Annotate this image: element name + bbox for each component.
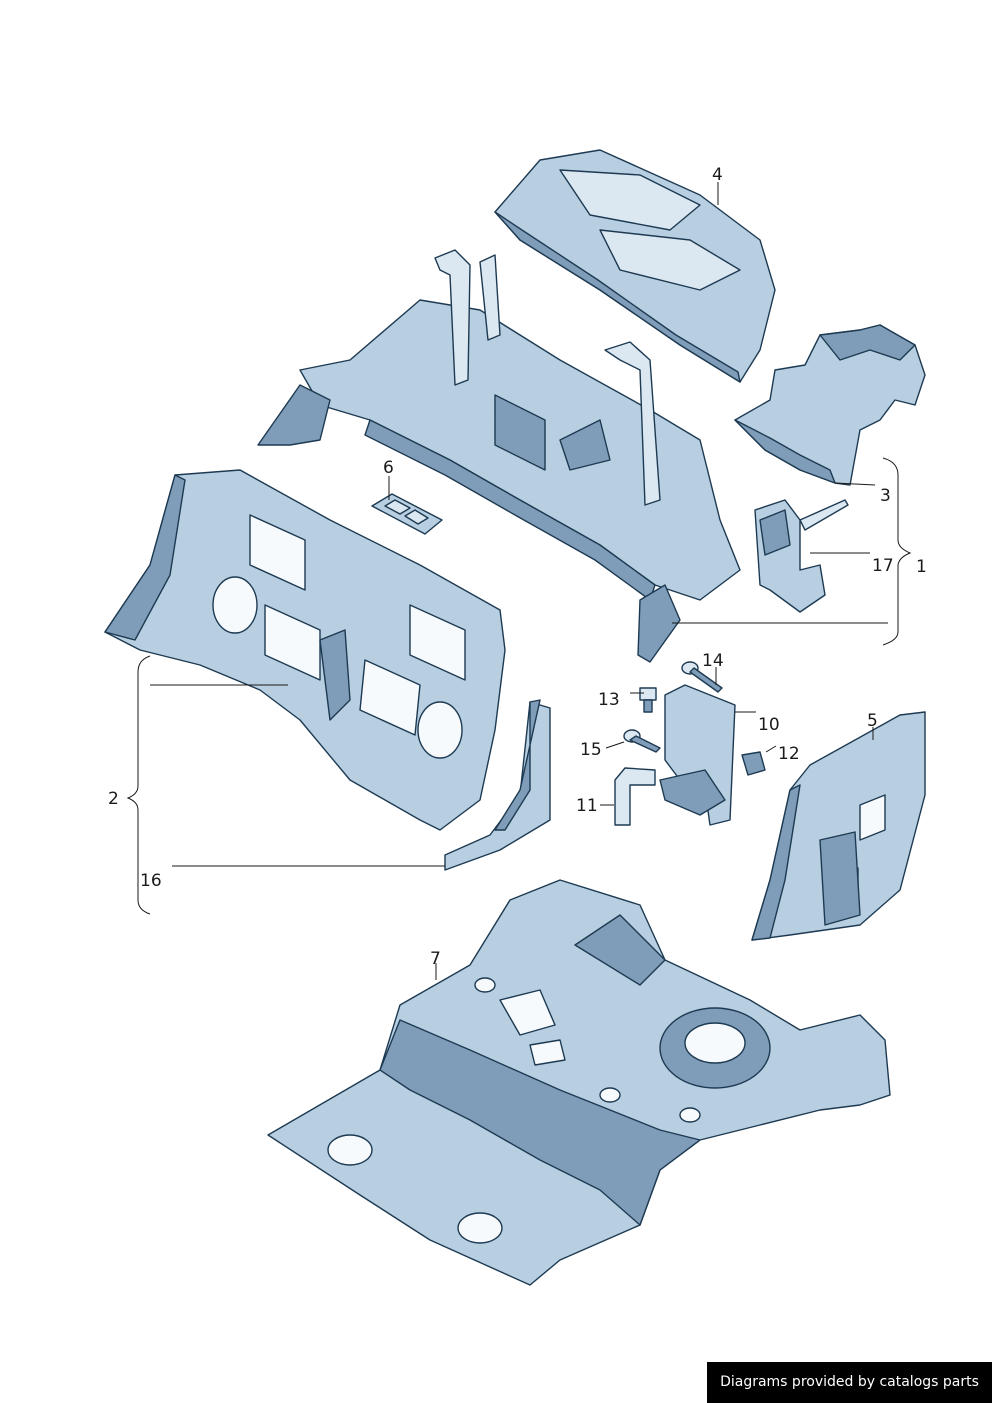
callout-13: 13 [598, 690, 620, 710]
callout-labels: 1 2 3 4 5 6 7 10 11 12 13 14 15 16 17 [108, 165, 927, 969]
part-7-floor-pan [267, 879, 891, 1286]
part-15-bolt [623, 729, 661, 753]
callout-3: 3 [880, 486, 891, 506]
callout-11: 11 [576, 796, 598, 816]
callout-4: 4 [712, 165, 723, 185]
callout-5: 5 [867, 711, 878, 731]
part-5-side-panel [751, 711, 926, 941]
callout-6: 6 [383, 458, 394, 478]
callout-2: 2 [108, 789, 119, 809]
part-12-clip [741, 751, 766, 776]
part-11-hose [614, 767, 656, 826]
part-13-screw [639, 687, 657, 713]
callout-10: 10 [758, 715, 780, 735]
callout-15: 15 [580, 740, 602, 760]
part-4-parcel-shelf [494, 149, 776, 383]
callout-1: 1 [916, 557, 927, 577]
part-10-bracket [659, 684, 736, 826]
part-6-cover-plate [371, 493, 443, 535]
part-1-rear-crossmember [257, 249, 741, 663]
part-14-bolt [681, 661, 723, 693]
part-2-rear-partition [104, 469, 506, 831]
part-16-pillar-trim [444, 699, 551, 871]
callout-12: 12 [778, 744, 800, 764]
part-3-wheel-housing [734, 324, 926, 486]
attribution-footer: Diagrams provided by catalogs parts [707, 1362, 992, 1403]
callout-14: 14 [702, 651, 724, 671]
leader-lines [126, 182, 912, 980]
callout-17: 17 [872, 556, 894, 576]
callout-16: 16 [140, 871, 162, 891]
part-17-bracket [754, 499, 849, 613]
callout-7: 7 [430, 949, 441, 969]
